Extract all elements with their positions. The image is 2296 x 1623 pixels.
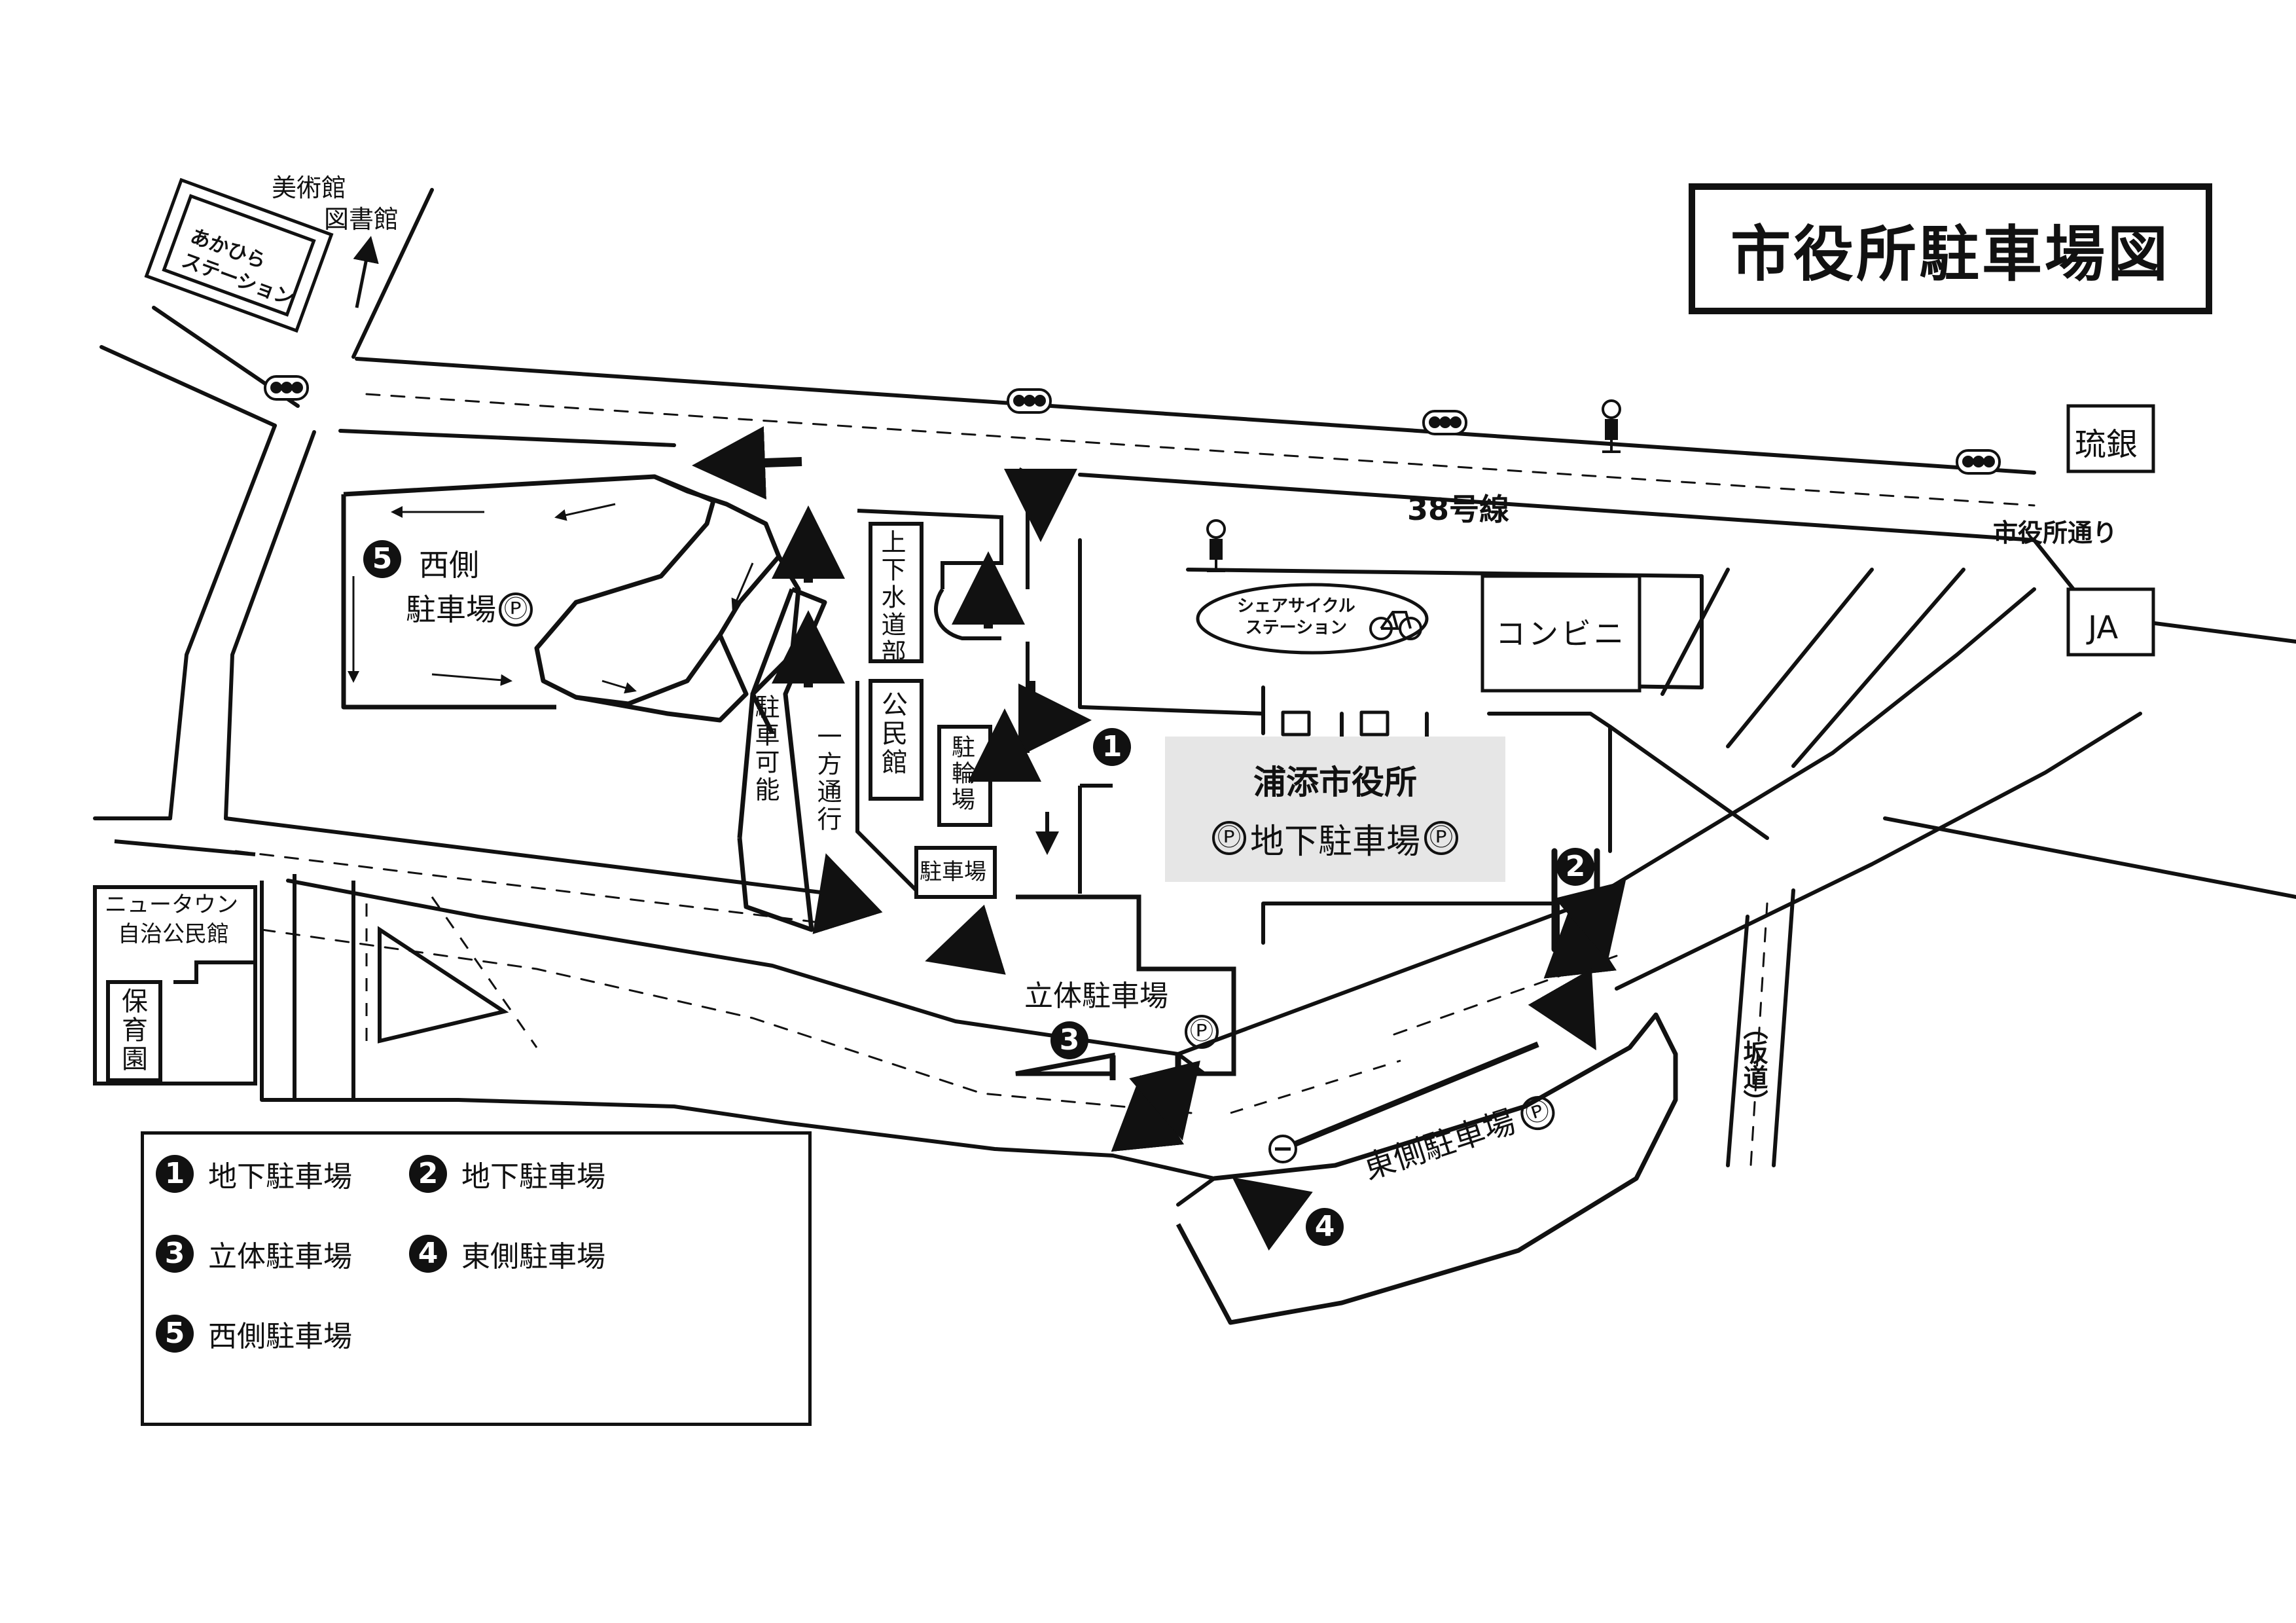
marker-2: 2 xyxy=(1556,848,1594,886)
water-dept-building xyxy=(869,522,924,663)
newtown-hall-label-2: 自治公民館 xyxy=(118,921,229,947)
newtown-hall-building xyxy=(93,885,257,1085)
map-title: 市役所駐車場図 xyxy=(1689,183,2212,314)
legend-item: 3 立体駐車場 xyxy=(156,1233,352,1275)
marker-4: 4 xyxy=(1306,1208,1344,1246)
parking-p-icon: Ⓟ xyxy=(1185,1015,1219,1049)
ja-label: JA xyxy=(2088,610,2119,646)
marker-3: 3 xyxy=(1050,1021,1088,1059)
triangle-island xyxy=(378,926,509,1044)
traffic-light-icon xyxy=(1422,410,1467,435)
small-parking-label: 駐車場 xyxy=(920,859,986,885)
parking-p-icon: Ⓟ xyxy=(1424,821,1458,855)
traffic-light-icon xyxy=(1956,449,2001,475)
legend-label: 西側駐車場 xyxy=(208,1320,352,1353)
library-label: 図書館 xyxy=(324,205,399,234)
legend: 1 地下駐車場 2 地下駐車場 3 立体駐車場 4 東側駐車場 5 西側駐車場 xyxy=(141,1131,812,1426)
bus-stop-icon xyxy=(1602,399,1621,453)
share-cycle-station-outline xyxy=(1196,583,1429,655)
underground-parking-label: 地下駐車場 xyxy=(1249,822,1420,862)
west-parking-name: 駐車場 xyxy=(406,592,496,627)
legend-item: 4 東側駐車場 xyxy=(409,1233,605,1275)
small-parking-building xyxy=(914,846,997,899)
legend-item: 1 地下駐車場 xyxy=(156,1153,352,1195)
west-parking-label-1: 西側 xyxy=(419,547,479,583)
convenience-store-box xyxy=(1480,574,1641,693)
convenience-label: コンビニ xyxy=(1496,616,1626,651)
route38-south-edge-mid xyxy=(1078,473,2036,542)
ryugin-box xyxy=(2066,404,2155,473)
underground-parking-line: Ⓟ 地下駐車場 Ⓟ xyxy=(1211,814,1458,863)
nursery-label: 保育園 xyxy=(117,987,147,1074)
west-parking-lot-outline xyxy=(343,474,781,706)
route38-north-edge xyxy=(355,357,2036,475)
legend-label: 立体駐車場 xyxy=(208,1240,352,1273)
legend-number: 3 xyxy=(156,1235,194,1273)
multistory-parking-label: 立体駐車場 xyxy=(1024,979,1168,1013)
city-hall-street-label: 市役所通り xyxy=(1993,519,2118,547)
route38-label: 38号線 xyxy=(1407,492,1510,527)
city-hall-label-box: 浦添市役所 Ⓟ 地下駐車場 Ⓟ xyxy=(1165,737,1505,882)
ja-box xyxy=(2066,587,2155,657)
legend-item: 2 地下駐車場 xyxy=(409,1153,605,1195)
legend-label: 地下駐車場 xyxy=(208,1160,352,1194)
nursery-building xyxy=(106,980,162,1082)
legend-number: 5 xyxy=(156,1315,194,1353)
legend-number: 4 xyxy=(409,1235,447,1273)
museum-label: 美術館 xyxy=(272,173,347,202)
slope-label: （坂道） xyxy=(1739,1015,1768,1114)
route38-centerline xyxy=(365,393,2036,507)
newtown-hall-label-1: ニュータウン xyxy=(105,892,238,918)
traffic-light-icon xyxy=(1007,388,1052,414)
parking-p-icon: Ⓟ xyxy=(1211,821,1246,855)
water-dept-label: 上下水道部 xyxy=(877,529,906,666)
legend-number: 1 xyxy=(156,1155,194,1193)
ryugin-label: 琉銀 xyxy=(2075,426,2138,463)
legend-number: 2 xyxy=(409,1155,447,1193)
marker-1: 1 xyxy=(1093,728,1131,766)
community-hall-label: 公民館 xyxy=(877,691,907,777)
one-way-label: 一方通行 xyxy=(813,723,842,833)
no-entry-icon xyxy=(1268,1135,1297,1163)
traffic-light-icon xyxy=(264,375,309,401)
marker-5: 5 xyxy=(363,540,401,578)
share-cycle-label: シェアサイクル ステーション xyxy=(1237,596,1355,638)
legend-label: 地下駐車場 xyxy=(461,1160,605,1194)
west-parking-label-2: 駐車場 Ⓟ xyxy=(406,593,533,627)
bus-stop-icon xyxy=(1206,519,1226,572)
legend-label: 東側駐車場 xyxy=(461,1240,605,1273)
city-hall-label: 浦添市役所 xyxy=(1253,763,1417,801)
east-parking-outline xyxy=(1175,1012,1678,1325)
parking-ok-label: 駐車可能 xyxy=(751,694,780,804)
parking-p-icon: Ⓟ xyxy=(499,593,533,627)
bicycle-icon xyxy=(1369,611,1422,640)
route38-south-edge-west xyxy=(338,429,676,447)
bicycle-parking-label: 駐輪場 xyxy=(948,735,975,813)
community-hall-building xyxy=(869,679,924,801)
legend-item: 5 西側駐車場 xyxy=(156,1313,352,1355)
